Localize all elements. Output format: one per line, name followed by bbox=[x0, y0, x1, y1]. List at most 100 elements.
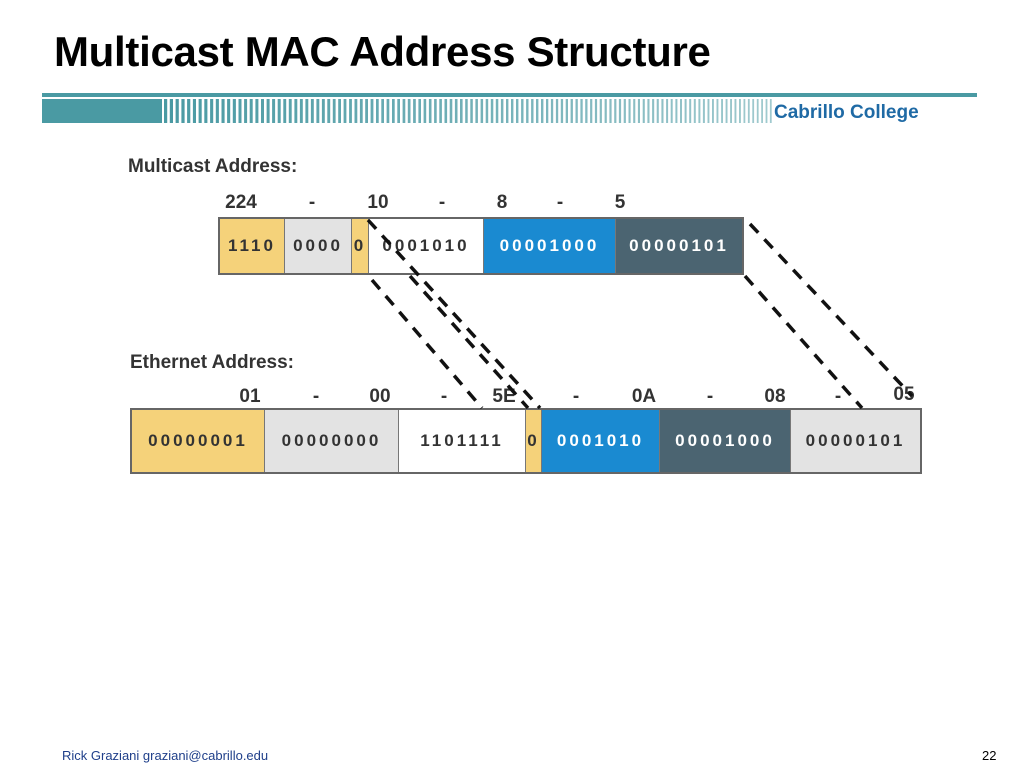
multicast-octet-3: 8 bbox=[496, 192, 508, 213]
band-stripe bbox=[555, 99, 559, 123]
band-stripe bbox=[575, 99, 578, 123]
band-stripe bbox=[305, 99, 309, 123]
band-stripe bbox=[255, 99, 259, 123]
band-stripe bbox=[526, 99, 529, 123]
band-stripe bbox=[192, 99, 196, 123]
band-stripe bbox=[460, 99, 463, 123]
band-stripe bbox=[614, 99, 617, 123]
ethernet-octet4-bits: 0001010 bbox=[542, 410, 660, 472]
band-stripe bbox=[465, 99, 468, 123]
separator: - bbox=[572, 386, 580, 407]
band-stripe bbox=[232, 99, 236, 123]
band-stripe bbox=[560, 99, 564, 123]
band-stripe bbox=[215, 99, 219, 123]
ethernet-octet-5: 08 bbox=[764, 386, 786, 407]
mapping-line bbox=[748, 222, 914, 398]
band-stripe bbox=[725, 99, 728, 123]
band-stripe bbox=[565, 99, 568, 123]
multicast-octet4-bits: 00000101 bbox=[616, 219, 742, 273]
page-number: 22 bbox=[982, 748, 997, 763]
multicast-unused-bits: 0000 bbox=[285, 219, 352, 273]
band-stripe bbox=[516, 99, 519, 123]
band-stripe bbox=[675, 99, 678, 123]
band-stripe bbox=[181, 99, 185, 123]
band-stripe bbox=[428, 99, 432, 123]
band-stripe bbox=[594, 99, 598, 123]
footer-author: Rick Graziani graziani@cabrillo.edu bbox=[62, 748, 269, 763]
band-stripe bbox=[316, 99, 320, 123]
band-stripe bbox=[244, 99, 248, 123]
band-stripe bbox=[277, 99, 281, 123]
band-stripe bbox=[521, 99, 524, 123]
band-stripe bbox=[541, 99, 544, 123]
band-stripe bbox=[590, 99, 593, 123]
separator: - bbox=[308, 192, 316, 213]
band-stripe bbox=[470, 99, 473, 123]
band-stripe bbox=[490, 99, 494, 123]
mapping-line bbox=[743, 274, 864, 410]
band-stripe bbox=[485, 99, 489, 123]
multicast-octet-4: 5 bbox=[614, 192, 626, 213]
separator: - bbox=[312, 386, 320, 407]
band-stripe bbox=[249, 99, 253, 123]
band-stripe bbox=[730, 99, 732, 123]
band-stripe bbox=[365, 99, 368, 123]
band-stripe bbox=[164, 99, 168, 123]
band-stripe bbox=[716, 99, 719, 123]
band-stripe bbox=[661, 99, 664, 123]
slide-title: Multicast MAC Address Structure bbox=[54, 28, 711, 75]
band-stripe bbox=[272, 99, 276, 123]
band-stripe bbox=[511, 99, 514, 123]
band-stripe bbox=[604, 99, 607, 123]
ethernet-octet-1: 01 bbox=[239, 386, 261, 407]
ethernet-octet1-bits: 00000001 bbox=[132, 410, 265, 472]
band-stripe bbox=[570, 99, 573, 123]
separator: - bbox=[440, 386, 448, 407]
band-stripe bbox=[580, 99, 583, 123]
band-stripe bbox=[266, 99, 270, 123]
band-stripe bbox=[338, 99, 341, 123]
band-stripe bbox=[294, 99, 298, 123]
band-solid bbox=[42, 99, 162, 123]
college-logo-text: Cabrillo College bbox=[774, 102, 919, 123]
band-stripe bbox=[652, 99, 655, 123]
multicast-bit-row: 1110 0000 0 0001010 00001000 00000101 bbox=[218, 217, 744, 275]
band-stripe bbox=[633, 99, 636, 123]
band-stripe bbox=[210, 99, 214, 123]
band-stripe bbox=[327, 99, 331, 123]
band-stripe bbox=[743, 99, 746, 123]
band-stripe bbox=[283, 99, 287, 123]
band-stripe bbox=[475, 99, 478, 123]
band-stripe bbox=[734, 99, 737, 123]
band-stripe bbox=[187, 99, 191, 123]
band-stripe bbox=[402, 99, 406, 123]
band-stripe bbox=[698, 99, 701, 123]
band-stripe bbox=[386, 99, 390, 123]
band-stripe bbox=[585, 99, 588, 123]
separator: - bbox=[556, 192, 564, 213]
ethernet-bit-row: 00000001 00000000 1101111 0 0001010 0000… bbox=[130, 408, 922, 474]
band-stripe bbox=[413, 99, 416, 123]
band-stripe bbox=[506, 99, 509, 123]
multicast-octet2-low-bits: 0001010 bbox=[369, 219, 484, 273]
band-stripe bbox=[418, 99, 421, 123]
band-stripe bbox=[536, 99, 539, 123]
band-stripe bbox=[500, 99, 504, 123]
band-stripe bbox=[707, 99, 710, 123]
band-stripe bbox=[666, 99, 669, 123]
band-stripe bbox=[752, 99, 755, 123]
band-stripe bbox=[618, 99, 622, 123]
band-stripe bbox=[343, 99, 347, 123]
band-stripe bbox=[495, 99, 499, 123]
band-stripe bbox=[721, 99, 723, 123]
band-stripe bbox=[299, 99, 303, 123]
band-stripe bbox=[712, 99, 714, 123]
ethernet-address-label: Ethernet Address: bbox=[130, 352, 294, 373]
band-stripe bbox=[238, 99, 242, 123]
band-stripe bbox=[321, 99, 325, 123]
band-stripe bbox=[747, 99, 750, 123]
band-stripe bbox=[227, 99, 231, 123]
band-stripe bbox=[349, 99, 352, 123]
band-stripe bbox=[689, 99, 692, 123]
band-stripe bbox=[609, 99, 612, 123]
